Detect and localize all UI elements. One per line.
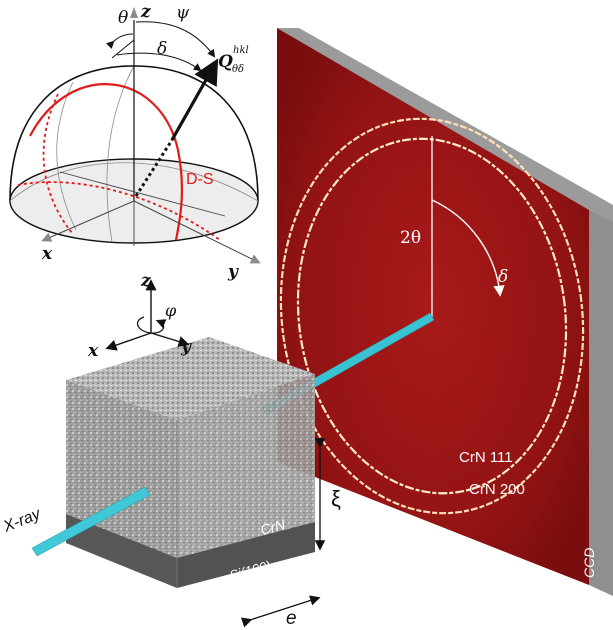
q-vector-inner <box>134 139 174 197</box>
hemi-z-label: z <box>140 2 151 22</box>
ring-crn-111 <box>296 137 568 495</box>
ccd-label: CCD <box>581 548 597 578</box>
delta-label-hemi: δ <box>157 39 167 59</box>
q-subscript: θδ <box>232 64 244 75</box>
psi-arc <box>135 21 216 58</box>
theta-arc <box>105 33 134 50</box>
ds-solid-arc <box>29 83 184 241</box>
ds-dotted-arc-base <box>17 181 221 241</box>
sample-block: CrN Si(100) <box>66 337 315 588</box>
q-vector-outer <box>170 58 219 141</box>
ring-crn-200 <box>279 117 585 515</box>
axis-phi-label: φ <box>165 301 177 320</box>
detector-front-face <box>277 28 589 585</box>
detector-side-face <box>589 210 613 596</box>
ds-label: D-S <box>186 171 214 188</box>
axis-z-label: z <box>140 271 151 291</box>
diffraction-rings <box>279 117 585 515</box>
theta-label: θ <box>118 8 128 28</box>
ring-label-crn-111: CrN 111 <box>459 449 513 466</box>
hemisphere-diagram: θ z ψ δ Q θδ hkl D-S x y <box>9 2 261 282</box>
hemi-y-label: y <box>227 262 239 282</box>
axis-y-label: y <box>180 337 192 357</box>
psi-label: ψ <box>176 3 190 23</box>
sample-top-face <box>66 337 315 420</box>
delta-arc-hemi <box>116 52 202 72</box>
q-superscript: hkl <box>233 45 249 56</box>
xi-label: ξ <box>331 486 341 511</box>
substrate-front <box>66 514 177 588</box>
two-theta-label: 2θ <box>400 228 421 248</box>
axes-triad: z φ x y <box>87 271 192 361</box>
axis-x-label: x <box>87 341 99 361</box>
e-arrow <box>240 595 321 628</box>
ccd-detector: 2θ δ CrN 111 CrN 200 CCD <box>277 28 613 596</box>
xray-label: X-ray <box>0 505 44 536</box>
q-label: Q <box>218 52 233 72</box>
hemi-x-label: x <box>41 244 53 264</box>
xray-beam-incident <box>31 486 151 557</box>
delta-arc <box>431 199 505 297</box>
q-label-main: Q <box>218 52 233 72</box>
ring-label-crn-200: CrN 200 <box>469 481 525 498</box>
ds-dotted-arc-left <box>42 93 73 234</box>
delta-label-detector: δ <box>498 267 508 287</box>
sample-front-face <box>66 380 177 588</box>
e-label: e <box>286 608 297 629</box>
substrate-side <box>177 522 315 588</box>
film-label: CrN <box>259 516 288 538</box>
phi-rotation-arrow <box>136 316 167 334</box>
